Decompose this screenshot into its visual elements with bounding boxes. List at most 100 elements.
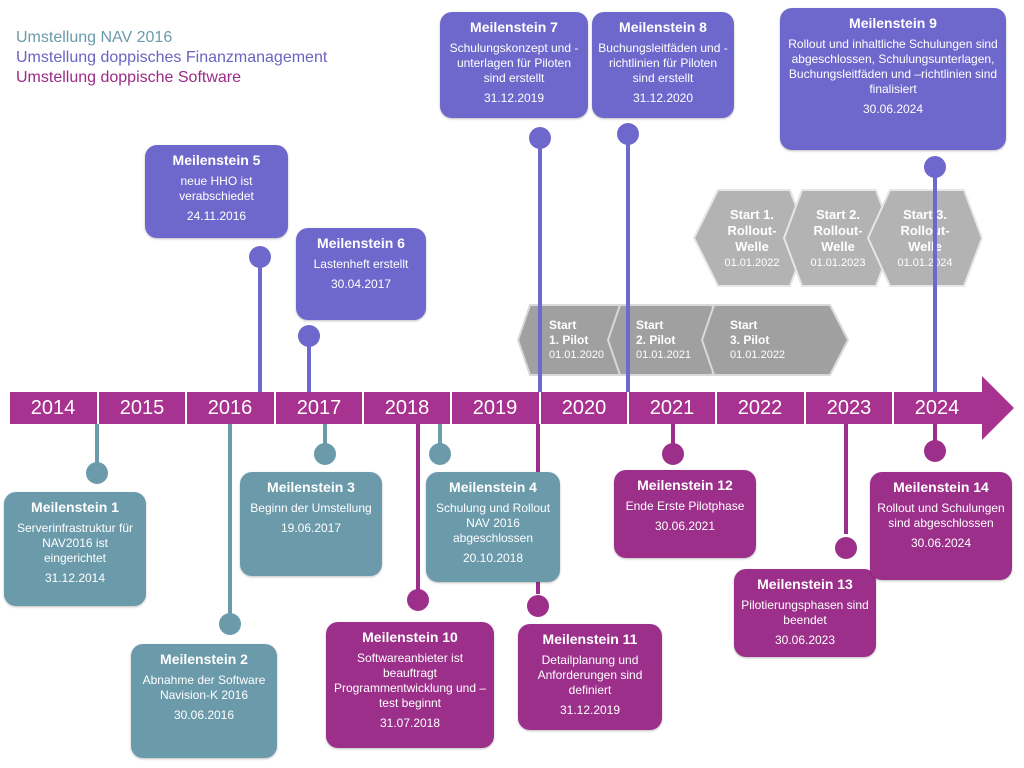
milestone-12-date: 30.06.2021 xyxy=(654,519,716,533)
year-separator xyxy=(274,392,276,424)
milestone-8-title: Meilenstein 8 xyxy=(619,19,707,35)
rollout-2-line1: Start 2. xyxy=(815,207,861,222)
milestone-2-text: Abnahme der Software Navision-K 2016 xyxy=(142,673,266,702)
year-separator xyxy=(892,392,894,424)
milestone-8-card: Meilenstein 8 Buchungsleitfäden und -ric… xyxy=(592,12,734,118)
rollout-3-line2: Rollout- xyxy=(900,223,950,238)
milestone-7-date: 31.12.2019 xyxy=(483,91,545,105)
milestone-2-date: 30.06.2016 xyxy=(173,708,235,722)
milestone-2-dot xyxy=(219,613,241,635)
milestone-13-dot xyxy=(835,537,857,559)
milestone-3-card: Meilenstein 3 Beginn der Umstellung 19.0… xyxy=(240,472,382,576)
year-label-2021: 2021 xyxy=(649,397,695,419)
pilot-label-1: Start 1. Pilot 01.01.2020 xyxy=(549,318,604,363)
milestone-6-connector xyxy=(307,344,311,392)
milestone-1-date: 31.12.2014 xyxy=(44,571,106,585)
pilot-1-line1: Start xyxy=(549,318,577,332)
milestone-12-text: Ende Erste Pilotphase xyxy=(625,499,745,513)
year-label-2018: 2018 xyxy=(384,397,430,419)
rollout-2-line3: Welle xyxy=(821,239,855,254)
milestone-8-connector xyxy=(626,142,630,392)
pilot-2-line2: 2. Pilot xyxy=(636,333,676,347)
rollout-1-date: 01.01.2022 xyxy=(724,257,780,269)
milestone-5-title: Meilenstein 5 xyxy=(172,152,261,168)
year-label-2024: 2024 xyxy=(914,397,960,419)
milestone-14-text: Rollout und Schulungen sind abgeschlosse… xyxy=(877,501,1005,530)
legend-nav2016: Umstellung NAV 2016 xyxy=(16,29,173,46)
milestone-8-text: Buchungsleitfäden und -richtlinien für P… xyxy=(598,41,728,85)
milestone-14-title: Meilenstein 14 xyxy=(893,479,989,495)
milestone-7-text: Schulungskonzept und -unterlagen für Pil… xyxy=(449,41,579,85)
milestone-1-connector xyxy=(95,424,99,466)
legend-software: Umstellung doppische Software xyxy=(16,69,242,86)
milestone-1-card: Meilenstein 1 Serverinfrastruktur für NA… xyxy=(4,492,146,606)
milestone-14-card: Meilenstein 14 Rollout und Schulungen si… xyxy=(870,472,1012,580)
year-separator xyxy=(450,392,452,424)
milestone-14-connector xyxy=(933,424,937,446)
year-label-2019: 2019 xyxy=(472,397,518,419)
year-label-2015: 2015 xyxy=(119,397,165,419)
milestone-13-title: Meilenstein 13 xyxy=(757,576,853,592)
milestone-1-title: Meilenstein 1 xyxy=(31,499,119,515)
milestone-10-text: Softwareanbieter ist beauftragt Programm… xyxy=(333,651,487,710)
milestone-12-card: Meilenstein 12 Ende Erste Pilotphase 30.… xyxy=(614,470,756,558)
milestone-6-dot xyxy=(298,325,320,347)
rollout-hexagon-2 xyxy=(782,189,896,287)
milestone-2-card: Meilenstein 2 Abnahme der Software Navis… xyxy=(131,644,277,758)
milestone-3-date: 19.06.2017 xyxy=(280,521,342,535)
pilot-chevron-3 xyxy=(700,304,850,376)
milestone-10-card: Meilenstein 10 Softwareanbieter ist beau… xyxy=(326,622,494,748)
milestone-10-title: Meilenstein 10 xyxy=(362,629,458,645)
milestone-4-card: Meilenstein 4 Schulung und Rollout NAV 2… xyxy=(426,472,560,582)
milestone-13-connector xyxy=(844,424,848,534)
milestone-4-dot xyxy=(429,443,451,465)
year-separator xyxy=(804,392,806,424)
milestone-11-dot xyxy=(527,595,549,617)
milestone-9-text: Rollout und inhaltliche Schulungen sind … xyxy=(788,37,998,96)
rollout-2-line2: Rollout- xyxy=(813,223,863,238)
year-separator xyxy=(539,392,541,424)
milestone-6-card: Meilenstein 6 Lastenheft erstellt 30.04.… xyxy=(296,228,426,320)
year-label-2020: 2020 xyxy=(561,397,607,419)
pilot-chevron-2 xyxy=(606,304,732,376)
year-separator xyxy=(627,392,629,424)
milestone-2-connector xyxy=(228,424,232,616)
milestone-13-text: Pilotierungsphasen sind beendet xyxy=(741,598,869,627)
milestone-8-dot xyxy=(617,123,639,145)
milestone-6-text: Lastenheft erstellt xyxy=(313,257,409,271)
milestone-4-text: Schulung und Rollout NAV 2016 abgeschlos… xyxy=(435,501,551,545)
milestone-12-dot xyxy=(662,443,684,465)
milestone-11-card: Meilenstein 11 Detailplanung und Anforde… xyxy=(518,624,662,730)
milestone-11-title: Meilenstein 11 xyxy=(542,631,638,647)
milestone-10-date: 31.07.2018 xyxy=(379,716,441,730)
milestone-1-text: Serverinfrastruktur für NAV2016 ist eing… xyxy=(16,521,134,565)
milestone-5-connector xyxy=(258,266,262,392)
milestone-3-text: Beginn der Umstellung xyxy=(250,501,372,515)
year-separator xyxy=(715,392,717,424)
rollout-3-line3: Welle xyxy=(908,239,942,254)
pilot-1-line2: 1. Pilot xyxy=(549,333,589,347)
milestone-2-title: Meilenstein 2 xyxy=(160,651,248,667)
milestone-9-dot xyxy=(924,156,946,178)
rollout-hexagon-3 xyxy=(866,189,984,287)
pilot-2-line1: Start xyxy=(636,318,664,332)
milestone-5-dot xyxy=(249,246,271,268)
milestone-1-dot xyxy=(86,462,108,484)
milestone-4-date: 20.10.2018 xyxy=(462,551,524,565)
year-separator xyxy=(185,392,187,424)
year-separator xyxy=(362,392,364,424)
milestone-3-dot xyxy=(314,443,336,465)
pilot-3-line2: 3. Pilot xyxy=(730,333,770,347)
milestone-6-date: 30.04.2017 xyxy=(330,277,392,291)
year-label-2017: 2017 xyxy=(296,397,342,419)
milestone-5-date: 24.11.2016 xyxy=(186,209,247,223)
milestone-10-connector xyxy=(416,424,420,594)
milestone-7-connector xyxy=(538,146,542,392)
milestone-12-connector xyxy=(671,424,675,446)
timeline-arrow xyxy=(10,376,1014,440)
pilot-label-2: Start 2. Pilot 01.01.2021 xyxy=(636,318,691,363)
year-label-2014: 2014 xyxy=(30,397,76,419)
legend-finanzmanagement: Umstellung doppisches Finanzmanagement xyxy=(16,49,328,66)
milestone-11-date: 31.12.2019 xyxy=(559,703,621,717)
